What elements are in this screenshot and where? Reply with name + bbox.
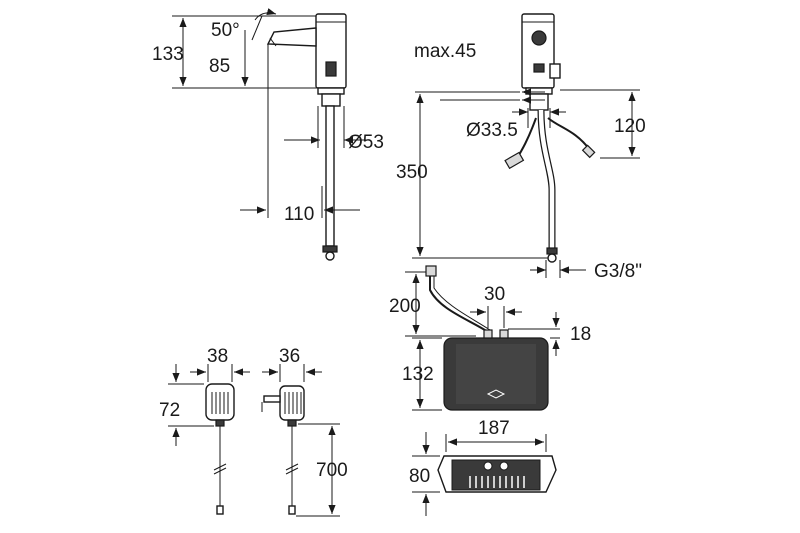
box-top-label: 18: [570, 324, 591, 345]
faucet-side-view: [172, 8, 370, 261]
faucet-front-view: [412, 13, 640, 278]
box-height-label: 132: [402, 364, 434, 385]
angle-label: 50°: [211, 20, 240, 41]
reach-label: 110: [284, 204, 314, 225]
diameter-base-label: Ø53: [348, 132, 384, 153]
box-cable-label: 200: [389, 296, 421, 317]
box-spacing-label: 30: [484, 284, 505, 305]
control-box-front: [405, 265, 560, 411]
cable-length-label: 700: [316, 460, 348, 481]
thread-label: G3/8": [594, 261, 642, 282]
adapter-a-height-label: 72: [159, 400, 180, 421]
diameter-hole-label: Ø33.5: [466, 120, 518, 141]
adapter-b-width-label: 36: [279, 346, 300, 367]
max-thickness-label: max.45: [414, 41, 476, 62]
control-box-top: [412, 432, 557, 516]
hose-offset-label: 120: [614, 116, 646, 137]
height-total-label: 133: [152, 44, 184, 65]
box-depth-label: 80: [409, 466, 430, 487]
hose-length-label: 350: [396, 162, 428, 183]
height-spout-label: 85: [209, 56, 230, 77]
adapter-a-width-label: 38: [207, 346, 228, 367]
power-adapters: [168, 364, 340, 517]
box-width-label: 187: [478, 418, 510, 439]
